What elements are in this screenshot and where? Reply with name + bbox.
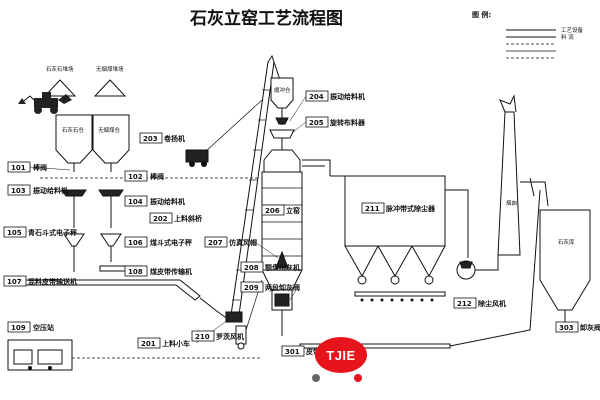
tag-109: 109 (11, 324, 26, 332)
legend-entry: 料 流 (561, 33, 574, 41)
tag-106: 106 (128, 239, 143, 247)
label-208: 颚盘出灰机 (265, 263, 300, 272)
coal-silo-label: 无烟煤仓 (98, 126, 121, 134)
label-205: 旋转布料器 (329, 118, 366, 127)
shaft-kiln (261, 149, 303, 336)
air-compressor-station (7, 339, 73, 371)
dust-fan (456, 255, 499, 280)
tag-105: 105 (7, 229, 22, 237)
carousel-dot[interactable] (312, 374, 320, 382)
chimney-label: 烟囱 (506, 199, 517, 207)
lime-silo-label: 石灰库 (558, 238, 575, 246)
label-202: 上料斜桥 (174, 214, 203, 223)
diagram-title: 石灰立窑工艺流程图 (189, 8, 343, 29)
limestone-silo-label: 石灰石仓 (62, 126, 85, 134)
tag-202: 202 (153, 215, 168, 223)
legend-entry: 工艺设备 (561, 26, 584, 34)
tag-104: 104 (128, 198, 143, 206)
coal-weigh-hopper (100, 233, 122, 247)
tag-209: 209 (244, 284, 259, 292)
skip-car (225, 311, 243, 323)
winch-icon (185, 99, 263, 167)
label-109: 空压站 (33, 323, 54, 332)
limestone-weigh-hopper (63, 233, 85, 247)
tag-203: 203 (143, 135, 158, 143)
company-logo: TJIE (315, 337, 367, 373)
label-102: 棒阀 (150, 172, 164, 181)
label-303: 卸灰阀 (580, 323, 600, 332)
lime-silo: 石灰库 (539, 209, 591, 322)
label-211: 脉冲带式除尘器 (385, 204, 436, 213)
tag-108: 108 (128, 268, 143, 276)
label-104: 振动给料机 (150, 197, 185, 206)
legend-heading: 图 例: (472, 10, 491, 19)
tag-207: 207 (208, 239, 223, 247)
pulse-bag-dust-collector (344, 175, 446, 302)
stockpile-coal-label: 无烟煤堆场 (96, 65, 124, 73)
label-212: 除尘风机 (478, 299, 506, 308)
equipment-tags: 101 棒阀 102 棒阀 103 振动给料机 104 振动给料机 105 青石… (3, 90, 600, 357)
tag-204: 204 (309, 93, 324, 101)
coal-silo: 无烟煤仓 (92, 114, 130, 164)
carousel-dot[interactable] (354, 374, 362, 382)
tag-208: 208 (244, 264, 259, 272)
tag-101: 101 (11, 164, 26, 172)
tag-107: 107 (7, 278, 22, 286)
tag-206: 206 (265, 207, 280, 215)
label-201: 上料小车 (162, 339, 190, 348)
limestone-pile (43, 79, 77, 97)
tag-303: 303 (559, 324, 574, 332)
label-210: 罗茨风机 (216, 332, 244, 341)
loader-icon (18, 92, 72, 114)
label-203: 卷扬机 (164, 134, 185, 143)
tag-210: 210 (195, 333, 210, 341)
skip-hoist-incline (229, 61, 275, 323)
tag-103: 103 (11, 187, 26, 195)
tag-301: 301 (285, 348, 300, 356)
vibrating-feeder-103 (61, 189, 87, 197)
tag-201: 201 (141, 340, 156, 348)
label-209: 两段卸灰阀 (265, 283, 300, 292)
tag-102: 102 (128, 173, 143, 181)
buffer-bin-label: 缓冲仓 (274, 86, 291, 94)
stockpile-limestone-label: 石灰石堆场 (46, 65, 74, 73)
label-103: 振动给料机 (33, 186, 68, 195)
label-204: 振动给料机 (330, 92, 365, 101)
chimney: 烟囱 (497, 94, 521, 256)
coal-pile (93, 79, 127, 97)
label-206: 立窑 (286, 206, 300, 215)
label-301: 皮带 (305, 347, 320, 356)
label-106: 煤斗式电子秤 (150, 238, 192, 247)
label-207: 仿真风帽 (229, 238, 257, 247)
limestone-silo: 石灰石仓 (55, 114, 93, 164)
tag-205: 205 (309, 119, 324, 127)
tag-211: 211 (365, 205, 380, 213)
legend: 图 例: 工艺设备 料 流 (472, 10, 584, 59)
label-107: 混料皮带输送机 (28, 277, 77, 286)
label-105: 青石斗式电子秤 (28, 228, 77, 237)
buffer-bin: 缓冲仓 (270, 77, 294, 109)
vibrating-feeder-104 (98, 189, 124, 197)
tag-212: 212 (457, 300, 472, 308)
label-108: 煤皮带传输机 (150, 267, 192, 276)
